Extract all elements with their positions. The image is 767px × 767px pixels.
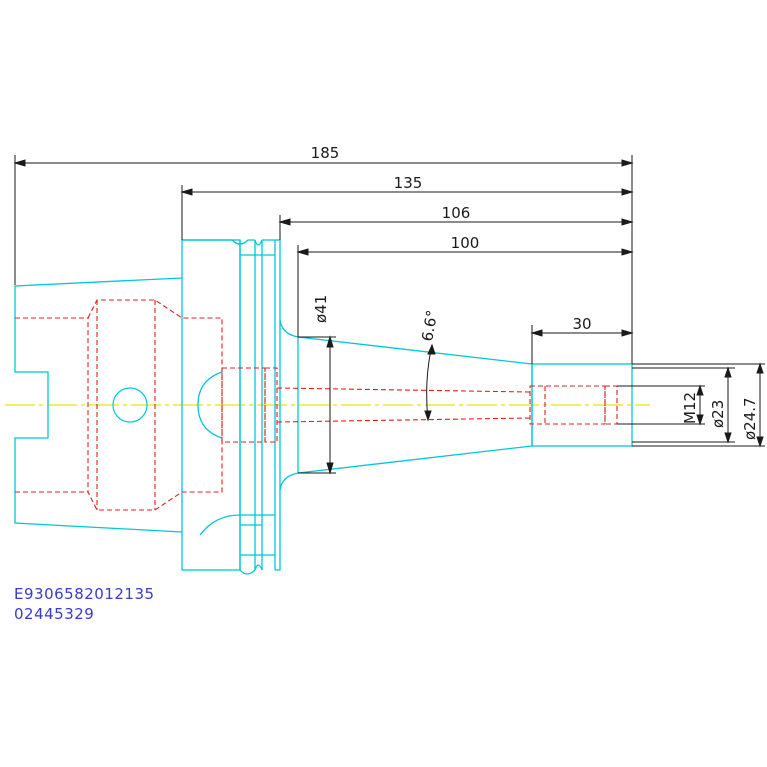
part-outline	[14, 239, 633, 575]
dim-flange-length: 135	[394, 174, 423, 192]
dim-thread: M12	[681, 392, 699, 424]
dim-body-length: 106	[442, 204, 471, 222]
dim-taper-base-dia: ø41	[312, 295, 330, 323]
dim-taper-length: 100	[451, 234, 480, 252]
hidden-lines	[15, 299, 618, 511]
dim-outer-dia: ø24.7	[741, 397, 759, 440]
part-number: 02445329	[14, 605, 95, 623]
part-code: E9306582012135	[14, 585, 155, 603]
dim-overall-length: 185	[311, 144, 340, 162]
dim-nose-length: 30	[572, 315, 591, 333]
dim-taper-angle: 6.6°	[418, 309, 441, 343]
cross-hole-circle	[112, 387, 148, 423]
dim-bore-dia: ø23	[709, 400, 727, 428]
dimension-lines	[13, 155, 765, 475]
